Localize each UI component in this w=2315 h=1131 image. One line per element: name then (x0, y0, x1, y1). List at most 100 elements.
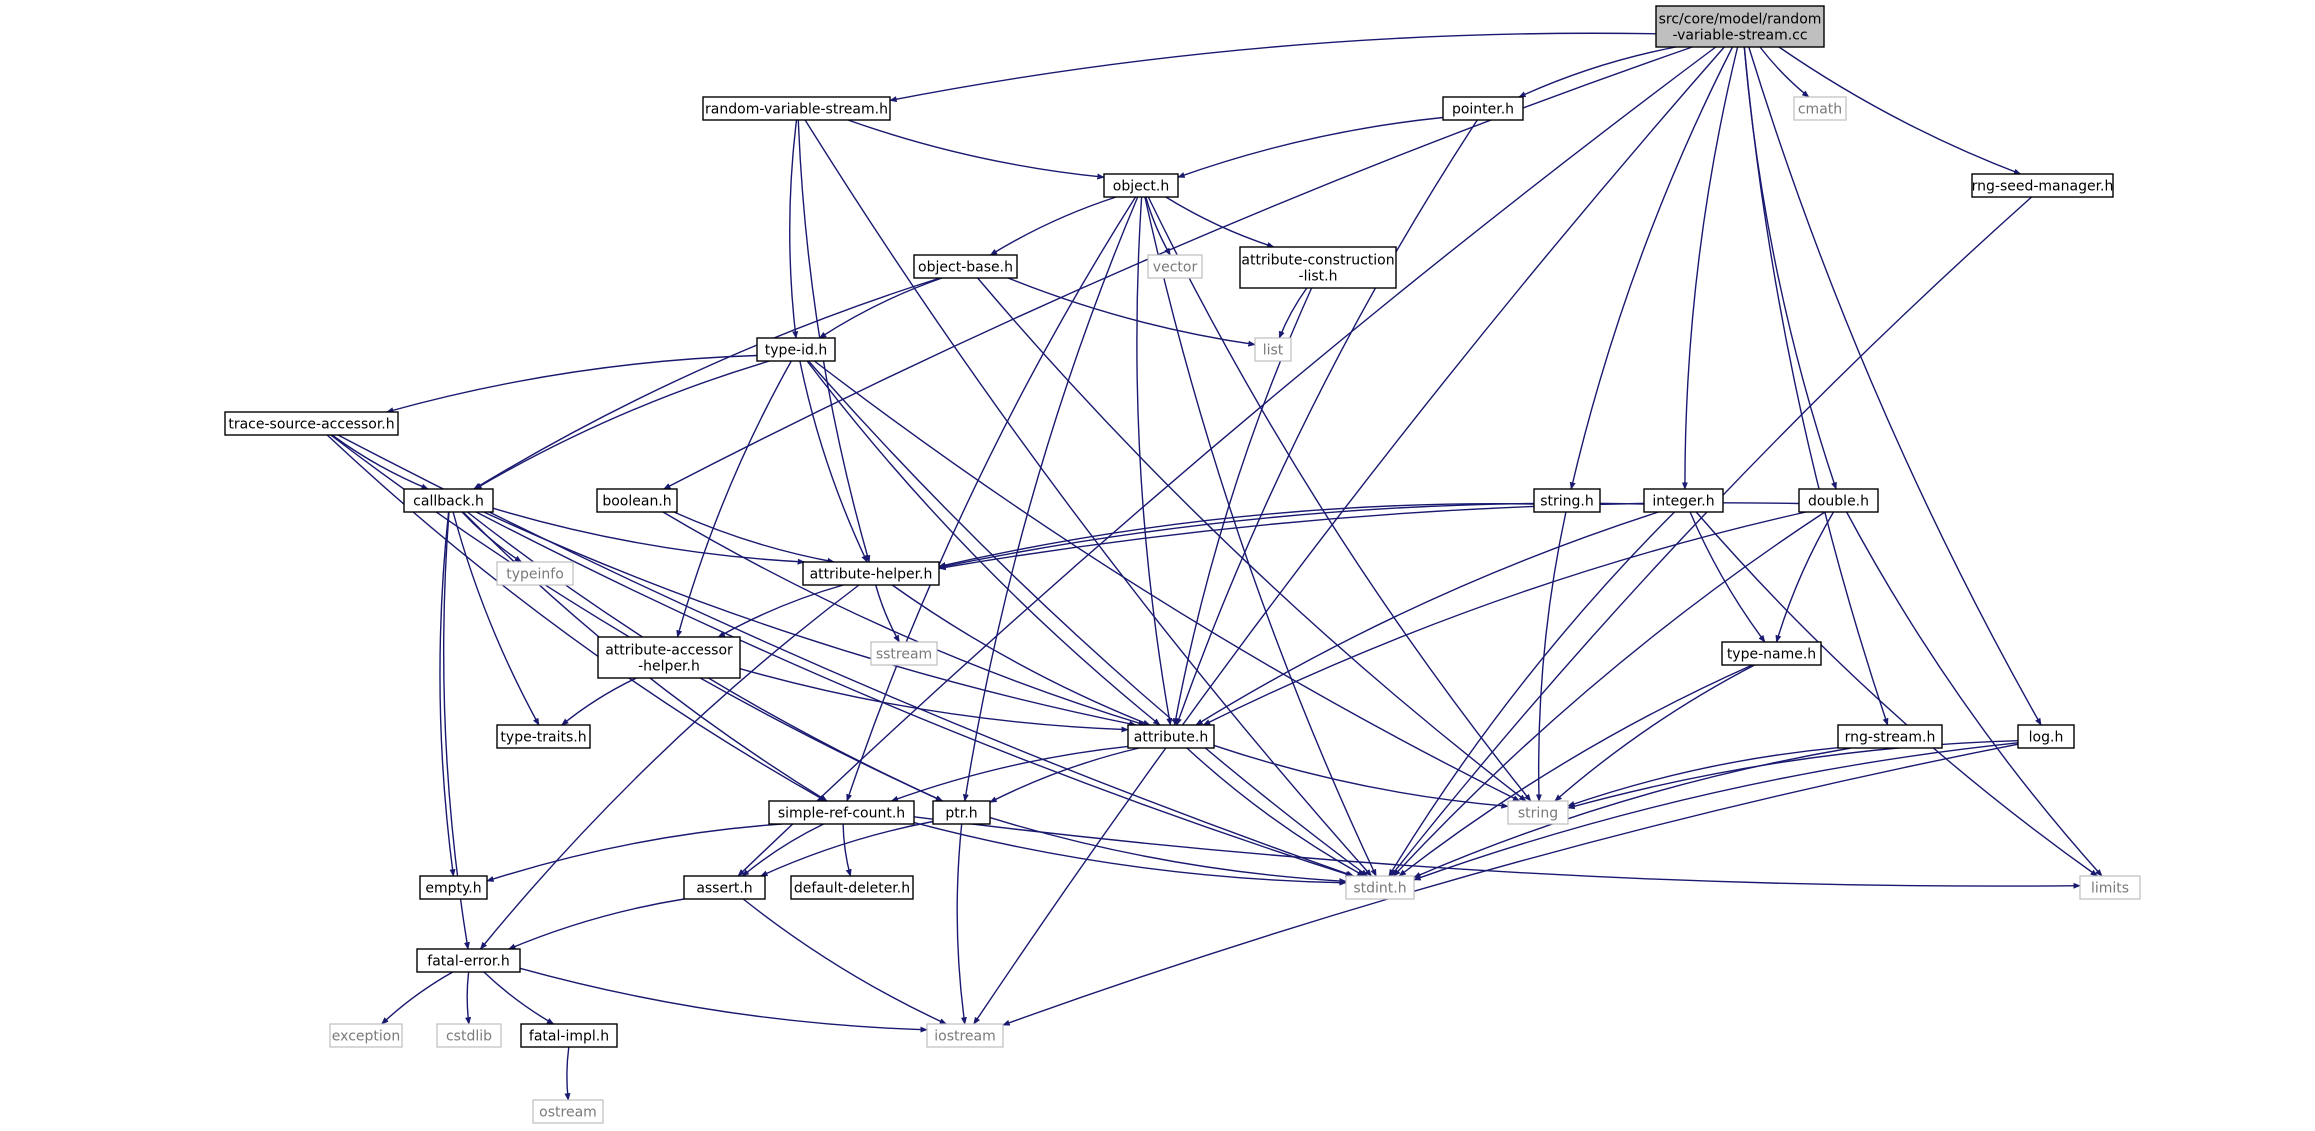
node-box-typename (1721, 641, 1822, 666)
edge-root-to-log (1748, 46, 2042, 725)
node-label-acl: -list.h (1299, 269, 1338, 285)
node-rngseed[interactable]: rng-seed-manager.h (1971, 173, 2114, 198)
node-box-ostream (532, 1099, 604, 1124)
edge-fatalerror-to-fatalimpl (483, 971, 554, 1025)
node-box-sstream (870, 641, 938, 666)
edge-object-to-vector (1145, 196, 1171, 255)
node-dd[interactable]: default-deleter.h (790, 875, 914, 900)
edge-aah-to-attribute (739, 668, 1128, 730)
edge-typeid-to-string (813, 360, 1519, 802)
node-src[interactable]: simple-ref-count.h (768, 800, 915, 825)
node-empty[interactable]: empty.h (419, 875, 488, 900)
edge-object-to-attribute (1136, 196, 1171, 725)
edge-stringh-to-string (1539, 511, 1567, 801)
edge-stringh-to-attrhelper (939, 503, 1535, 567)
edge-ptr-to-iostream (956, 823, 965, 1024)
edge-typeid-to-aah (678, 360, 792, 637)
edge-root-to-integer (1685, 46, 1739, 489)
node-rngstream[interactable]: rng-stream.h (1837, 724, 1943, 749)
node-box-typeinfo (496, 561, 574, 586)
node-double[interactable]: double.h (1798, 488, 1879, 513)
node-pointer[interactable]: pointer.h (1442, 96, 1524, 121)
node-box-rngseed (1971, 173, 2114, 198)
edge-integer-to-attribute (1196, 511, 1659, 726)
node-box-object (1103, 173, 1179, 198)
node-fatalerror[interactable]: fatal-error.h (416, 948, 521, 973)
node-tsa[interactable]: trace-source-accessor.h (224, 411, 399, 436)
node-rvs[interactable]: random-variable-stream.h (702, 96, 891, 121)
edge-pointer-to-object (1178, 116, 1444, 178)
node-label-fatalerror: fatal-error.h (427, 954, 509, 970)
node-box-dd (790, 875, 914, 900)
node-iostream: iostream (926, 1023, 1004, 1048)
edge-tsa-to-callback (331, 434, 428, 490)
edge-src-to-assert (742, 823, 824, 877)
node-attrhelper[interactable]: attribute-helper.h (802, 561, 940, 586)
edge-object-to-objbase (990, 196, 1117, 256)
node-vector: vector (1147, 254, 1203, 279)
node-label-ptr: ptr.h (945, 806, 977, 822)
node-log[interactable]: log.h (2017, 724, 2075, 749)
edge-boolean-to-attribute (662, 511, 1145, 725)
edge-fatalerror-to-iostream (519, 967, 927, 1030)
node-label-vector: vector (1153, 260, 1198, 276)
node-typetraits[interactable]: type-traits.h (496, 724, 591, 749)
edge-src-to-limits (913, 816, 2080, 886)
node-label-attrhelper: attribute-helper.h (810, 567, 933, 583)
edge-objbase-to-list (1007, 277, 1255, 345)
node-box-cmath (1793, 96, 1847, 121)
node-object[interactable]: object.h (1103, 173, 1179, 198)
node-fatalimpl[interactable]: fatal-impl.h (520, 1023, 618, 1048)
node-box-stdint (1345, 875, 1415, 900)
node-list: list (1254, 337, 1292, 362)
edge-boolean-to-attrhelper (673, 511, 834, 562)
node-stdint: stdint.h (1345, 875, 1415, 900)
node-attribute[interactable]: attribute.h (1127, 724, 1215, 749)
node-boolean[interactable]: boolean.h (596, 488, 678, 513)
edge-object-to-ptr (965, 196, 1139, 801)
node-label-fatalimpl: fatal-impl.h (529, 1029, 609, 1045)
node-exception: exception (329, 1023, 403, 1048)
node-typename[interactable]: type-name.h (1721, 641, 1822, 666)
edge-fatalerror-to-cstdlib (467, 971, 469, 1024)
node-assert[interactable]: assert.h (683, 875, 766, 900)
edge-typename-to-stdint (1399, 664, 1753, 877)
edge-typeid-to-attribute (806, 360, 1160, 726)
edge-objbase-to-callback (474, 277, 941, 490)
node-label-tsa: trace-source-accessor.h (228, 417, 394, 433)
node-root[interactable]: src/core/model/random-variable-stream.cc (1655, 5, 1825, 48)
node-label-sstream: sstream (876, 647, 932, 663)
edge-integer-to-typename (1689, 511, 1766, 642)
node-objbase[interactable]: object-base.h (913, 254, 1018, 279)
node-label-typetraits: type-traits.h (500, 730, 586, 746)
node-aah[interactable]: attribute-accessor-helper.h (597, 636, 741, 679)
edge-callback-to-attrhelper (492, 507, 804, 562)
edge-object-to-src (847, 196, 1137, 801)
edge-rvs-to-object (847, 119, 1104, 177)
node-stringh[interactable]: string.h (1533, 488, 1601, 513)
node-label-stringh: string.h (1540, 494, 1594, 510)
edge-typeid-to-tsa (387, 354, 758, 413)
node-string: string (1507, 800, 1569, 825)
node-label-boolean: boolean.h (602, 494, 671, 510)
node-ptr[interactable]: ptr.h (932, 800, 991, 825)
node-acl[interactable]: attribute-construction-list.h (1239, 246, 1397, 289)
node-label-list: list (1263, 343, 1284, 359)
node-label-assert: assert.h (696, 881, 752, 897)
node-box-vector (1147, 254, 1203, 279)
edge-double-to-typename (1777, 511, 1835, 642)
edge-rngseed-to-stdint (1390, 196, 2033, 876)
node-box-rvs (702, 96, 891, 121)
edge-attribute-to-ptr (990, 747, 1140, 803)
node-callback[interactable]: callback.h (403, 488, 494, 513)
edge-root-to-pointer (1519, 46, 1676, 98)
node-box-boolean (596, 488, 678, 513)
node-integer[interactable]: integer.h (1643, 488, 1724, 513)
edge-attribute-to-string (1213, 744, 1508, 806)
node-box-aah (597, 636, 741, 679)
node-label-typeid: type-id.h (765, 343, 827, 359)
node-typeid[interactable]: type-id.h (756, 337, 836, 362)
node-typeinfo: typeinfo (496, 561, 574, 586)
node-sstream: sstream (870, 641, 938, 666)
dependency-nodes: src/core/model/random-variable-stream.cc… (224, 5, 2141, 1124)
